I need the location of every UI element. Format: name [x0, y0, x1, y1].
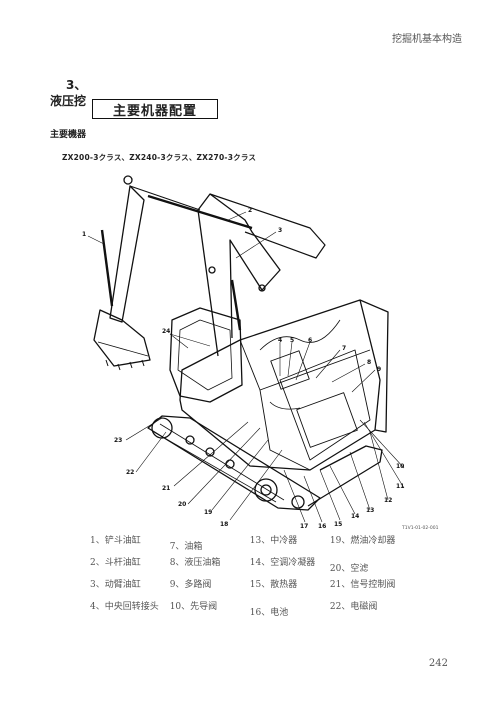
- model-line: ZX200-3クラス、ZX240-3クラス、ZX270-3クラス: [62, 153, 257, 162]
- callout-17: 17: [300, 523, 308, 530]
- parts-cell: 16、电池: [249, 607, 289, 618]
- parts-cell: 22、电磁阀: [329, 602, 378, 612]
- table-row: 4、中央回转接头 10、先导阀 16、电池 22、电磁阀: [88, 602, 408, 624]
- bucket: [93, 309, 151, 367]
- upper-structure: [179, 299, 381, 471]
- boxed-title: 主要机器配置: [92, 99, 218, 119]
- page-number: 242: [428, 658, 448, 669]
- callout-13: 13: [366, 507, 374, 514]
- parts-cell: 7、油箱: [169, 541, 203, 552]
- callout-8: 8: [367, 359, 371, 366]
- callout-18: 18: [220, 521, 228, 528]
- callout-4: 4: [278, 337, 282, 344]
- callout-24: 24: [162, 328, 170, 335]
- table-row: 1、铲斗油缸 7、油箱 13、中冷器 19、燃油冷却器: [88, 536, 408, 558]
- arm-cylinder: [147, 194, 253, 230]
- callout-15: 15: [334, 521, 342, 528]
- parts-legend-table: 1、铲斗油缸 7、油箱 13、中冷器 19、燃油冷却器 2、斗杆油缸 8、液压油…: [88, 536, 408, 624]
- parts-cell: 13、中冷器: [249, 536, 298, 546]
- callout-5: 5: [290, 337, 294, 344]
- callout-19: 19: [204, 509, 212, 516]
- callout-1: 1: [82, 231, 86, 238]
- callout-21: 21: [162, 485, 170, 492]
- parts-cell: 2、斗杆油缸: [90, 558, 141, 568]
- parts-cell: 4、中央回转接头: [90, 602, 159, 612]
- parts-cell: 14、空调冷凝器: [249, 558, 316, 568]
- table-row: 3、动臂油缸 9、多路阀 15、散热器 21、信号控制阀: [88, 580, 408, 602]
- table-row: 2、斗杆油缸 8、液压油箱 14、空调冷凝器 20、空滤: [88, 558, 408, 580]
- callout-11: 11: [396, 483, 404, 490]
- parts-cell: 1、铲斗油缸: [90, 536, 141, 546]
- parts-cell: 21、信号控制阀: [329, 580, 396, 590]
- section-title: 液压挖: [50, 94, 87, 108]
- bucket-cylinder: [100, 229, 114, 307]
- parts-cell: 15、散热器: [249, 580, 298, 590]
- callout-23: 23: [114, 437, 122, 444]
- boom: [197, 193, 281, 357]
- callout-20: 20: [178, 501, 186, 508]
- callout-16: 16: [318, 523, 326, 530]
- section-number: 3、: [66, 78, 87, 92]
- callout-7: 7: [342, 345, 346, 352]
- subheading: 主要機器: [50, 130, 87, 140]
- figure-code: T1V1-01-02-001: [402, 526, 439, 531]
- callout-9: 9: [377, 366, 381, 373]
- arm: [109, 185, 145, 323]
- operator-cab: [169, 307, 243, 403]
- parts-cell: 10、先导阀: [169, 602, 218, 612]
- callout-14: 14: [351, 513, 359, 520]
- boom-cylinder: [230, 279, 242, 331]
- parts-cell: 8、液压油箱: [169, 558, 221, 568]
- running-header: 挖掘机基本构造: [392, 34, 462, 45]
- callout-6: 6: [308, 337, 312, 344]
- parts-cell: 9、多路阀: [169, 580, 212, 590]
- parts-cell: 19、燃油冷却器: [329, 536, 396, 546]
- callout-10: 10: [396, 463, 404, 470]
- parts-cell: 3、动臂油缸: [90, 580, 141, 590]
- callout-12: 12: [384, 497, 392, 504]
- excavator-diagram: 1 2 3 4 5 6 7 8 9 10 11 12 13 14 15 16 1…: [82, 175, 404, 530]
- callout-3: 3: [278, 227, 282, 234]
- callout-22: 22: [126, 469, 134, 476]
- parts-cell: 20、空滤: [329, 563, 369, 574]
- sprocket-wheel: [254, 478, 278, 502]
- callout-2: 2: [248, 207, 252, 214]
